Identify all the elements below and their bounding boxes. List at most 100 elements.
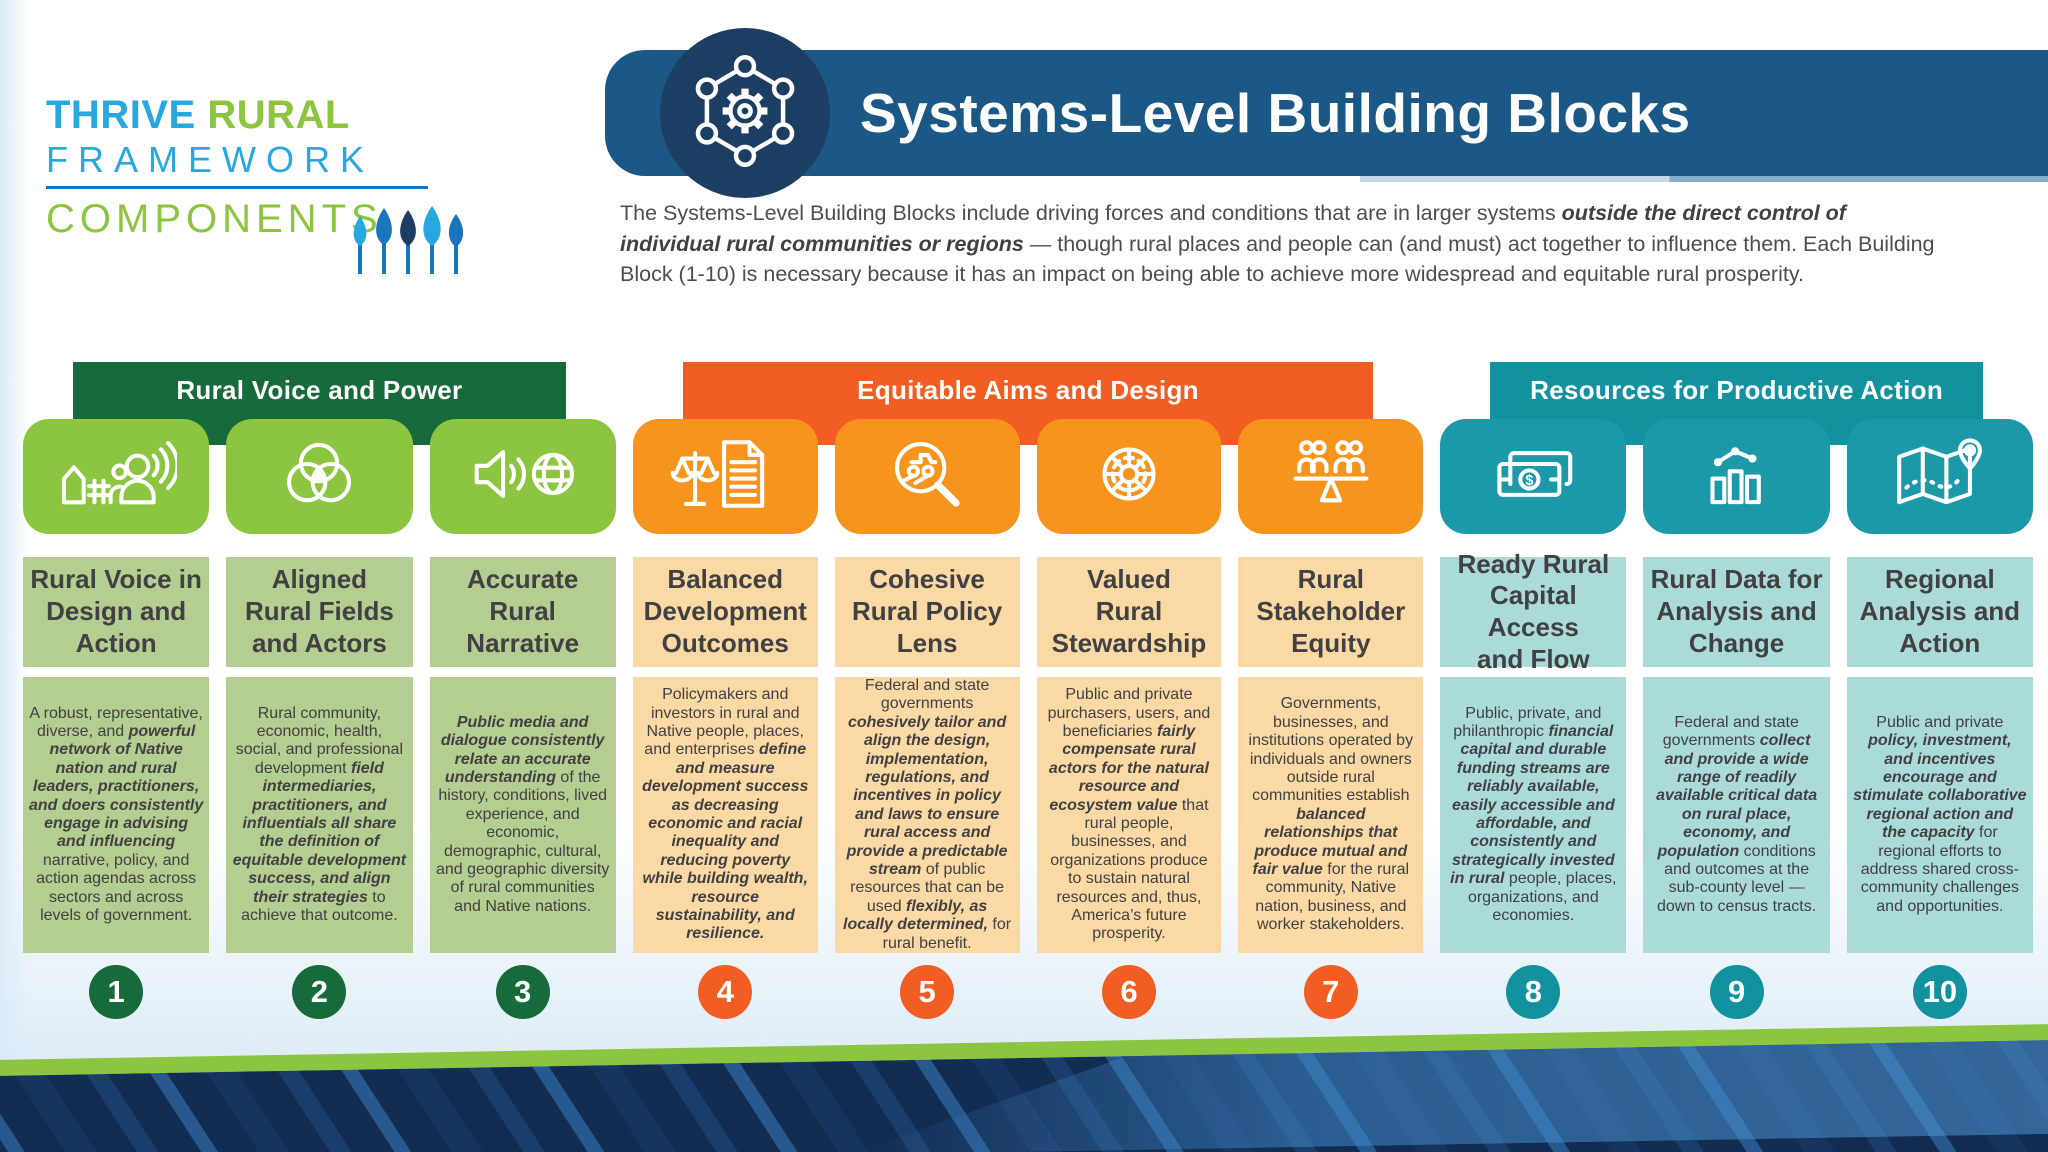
card-title-tile: Rural Data for Analysis and Change	[1643, 557, 1830, 667]
card-number: 8	[1524, 974, 1542, 1009]
card-icon-tile	[1036, 419, 1222, 534]
card-title-tile: Valued Rural Stewardship	[1036, 557, 1222, 667]
card-body-tile: Public and private purchasers, users, an…	[1036, 677, 1222, 953]
group-band-label: Rural Voice and Power	[176, 375, 463, 405]
card-number: 9	[1727, 974, 1746, 1009]
card-number-badge: 6	[1101, 965, 1156, 1019]
card-icon-tile	[834, 419, 1020, 534]
card-title: Rural Stakeholder Equity	[1256, 564, 1406, 658]
card-body: Policymakers and investors in rural and …	[642, 686, 809, 943]
card-body: Public and private policy, investment, a…	[1853, 713, 2027, 915]
card-icon-tile	[632, 419, 818, 534]
group-band-label: Equitable Aims and Design	[857, 375, 1199, 405]
megaphone-globe-icon	[464, 433, 582, 520]
group-band-label: Resources for Productive Action	[1530, 375, 1944, 405]
scales-document-icon	[666, 433, 784, 520]
logo-rural: RURAL	[207, 93, 350, 137]
card-number: 5	[918, 974, 936, 1009]
thrive-rural-logo: THRIVE RURAL FRAMEWORK COMPONENTS	[46, 94, 486, 274]
card-body: Public, private, and philanthropic finan…	[1450, 704, 1617, 924]
card-icon-tile	[1643, 419, 1830, 534]
card-title-tile: Ready Rural Capital Access and Flow	[1440, 549, 1627, 674]
card-number-badge: 7	[1303, 965, 1358, 1019]
card-number: 2	[310, 974, 329, 1009]
card-body-tile: Governments, businesses, and institution…	[1238, 677, 1424, 953]
card-body-tile: Public, private, and philanthropic finan…	[1440, 677, 1627, 953]
card-body-tile: Rural community, economic, health, socia…	[226, 677, 413, 953]
map-pin-icon	[1881, 433, 1999, 520]
card-number-badge: 8	[1506, 965, 1561, 1019]
card-icon-tile	[226, 419, 413, 534]
card-number-badge: 4	[698, 965, 753, 1019]
card-body-tile: Public and private policy, investment, a…	[1846, 677, 2033, 953]
money-icon: $	[1474, 433, 1592, 520]
card-body: Public and private purchasers, users, an…	[1047, 686, 1211, 943]
card-number: 7	[1322, 974, 1340, 1009]
card-title-tile: Balanced Development Outcomes	[632, 557, 818, 667]
card-number-badge: 9	[1709, 965, 1764, 1019]
logo-components: COMPONENTS	[46, 196, 383, 241]
card-body-tile: Policymakers and investors in rural and …	[632, 677, 818, 953]
community-voice-icon	[55, 434, 180, 520]
card-number: 6	[1120, 974, 1138, 1009]
card-title: Regional Analysis and Action	[1859, 564, 2021, 658]
intro-paragraph: The Systems-Level Building Blocks includ…	[620, 201, 1935, 287]
card-body: Rural community, economic, health, socia…	[232, 704, 407, 924]
card-title-tile: Cohesive Rural Policy Lens	[834, 557, 1020, 667]
page-title: Systems-Level Building Blocks	[860, 82, 1691, 144]
card-number: 4	[716, 974, 734, 1009]
card-title: Rural Voice in Design and Action	[30, 564, 202, 658]
trees-icon	[346, 202, 476, 285]
card-number-badge: 3	[495, 965, 550, 1019]
card-body-tile: A robust, representative, diverse, and p…	[23, 677, 210, 953]
card-body: Federal and state governments collect an…	[1656, 713, 1818, 915]
card-icon-tile	[23, 419, 210, 534]
card-number-badge: 10	[1912, 965, 1967, 1019]
card-title: Aligned Rural Fields and Actors	[244, 564, 394, 658]
card-number-badge: 1	[89, 965, 144, 1019]
svg-text:$: $	[1526, 473, 1534, 489]
card-body-tile: Public media and dialogue consistently r…	[429, 677, 616, 953]
card-icon-tile	[429, 419, 616, 534]
card-body: A robust, representative, diverse, and p…	[29, 704, 204, 924]
card-title-tile: Rural Voice in Design and Action	[23, 557, 210, 667]
card-title: Valued Rural Stewardship	[1051, 564, 1207, 658]
group-cards-row: Rural Voice in Design and Action A robust…	[23, 419, 616, 1019]
building-blocks-grid: Rural Voice and Power Rural Voice in Des…	[23, 362, 2033, 1019]
logo-underline	[46, 185, 428, 189]
card-title: Accurate Rural Narrative	[466, 564, 580, 658]
card-number: 1	[107, 974, 125, 1009]
card-title: Rural Data for Analysis and Change	[1650, 564, 1823, 658]
logo-framework: FRAMEWORK	[46, 139, 374, 180]
data-chart-icon	[1678, 433, 1796, 520]
card-title-tile: Rural Stakeholder Equity	[1238, 557, 1424, 667]
group-equitable-aims-and-design: Equitable Aims and Design Balanced Devel…	[632, 362, 1424, 1019]
card-number-badge: 2	[292, 965, 347, 1019]
card-title: Ready Rural Capital Access and Flow	[1457, 548, 1610, 674]
logo-line1: THRIVE RURAL	[46, 94, 486, 136]
card-title: Balanced Development Outcomes	[643, 564, 807, 658]
group-resources-for-productive-action: Resources for Productive Action $ Ready …	[1440, 362, 2033, 1019]
network-gear-icon	[689, 54, 801, 172]
header-bar: Systems-Level Building Blocks	[605, 28, 2048, 198]
card-icon-tile	[1846, 419, 2033, 534]
card-icon-tile: $	[1440, 419, 1627, 534]
card-body: Federal and state governments cohesively…	[843, 677, 1012, 952]
magnifier-farm-icon	[868, 433, 986, 520]
building-block-card-1: Rural Voice in Design and Action A robust…	[23, 419, 210, 1019]
header-icon-circle	[660, 28, 830, 198]
card-icon-tile	[1238, 419, 1424, 534]
card-number: 3	[514, 974, 532, 1009]
